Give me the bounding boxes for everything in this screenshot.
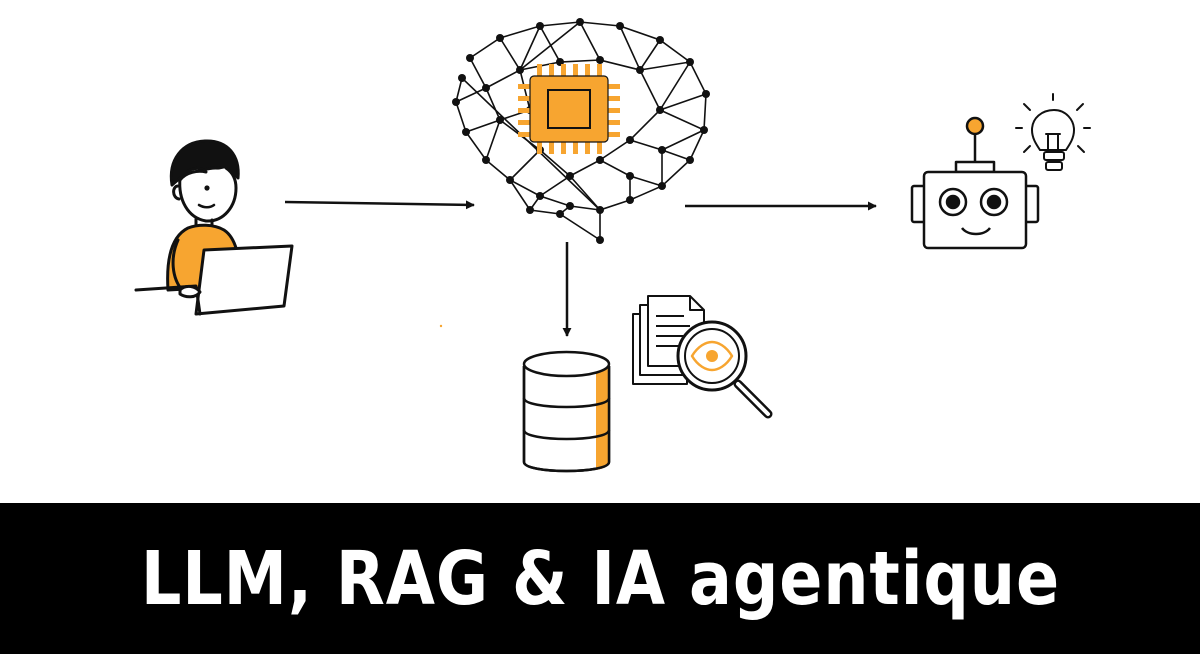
speck (439, 324, 443, 328)
document-search-icon (632, 295, 773, 419)
banner-title: LLM, RAG & IA agentique (140, 535, 1060, 622)
database-icon (522, 350, 611, 473)
brain-chip-icon (452, 18, 710, 244)
lightbulb-icon (1015, 93, 1091, 171)
robot-icon (910, 116, 1040, 250)
person-at-laptop-icon (134, 139, 294, 316)
rag-diagram (134, 18, 1091, 473)
arrow-user-to-llm (284, 200, 475, 210)
chip-icon (518, 64, 620, 154)
title-banner: LLM, RAG & IA agentique (0, 503, 1200, 654)
